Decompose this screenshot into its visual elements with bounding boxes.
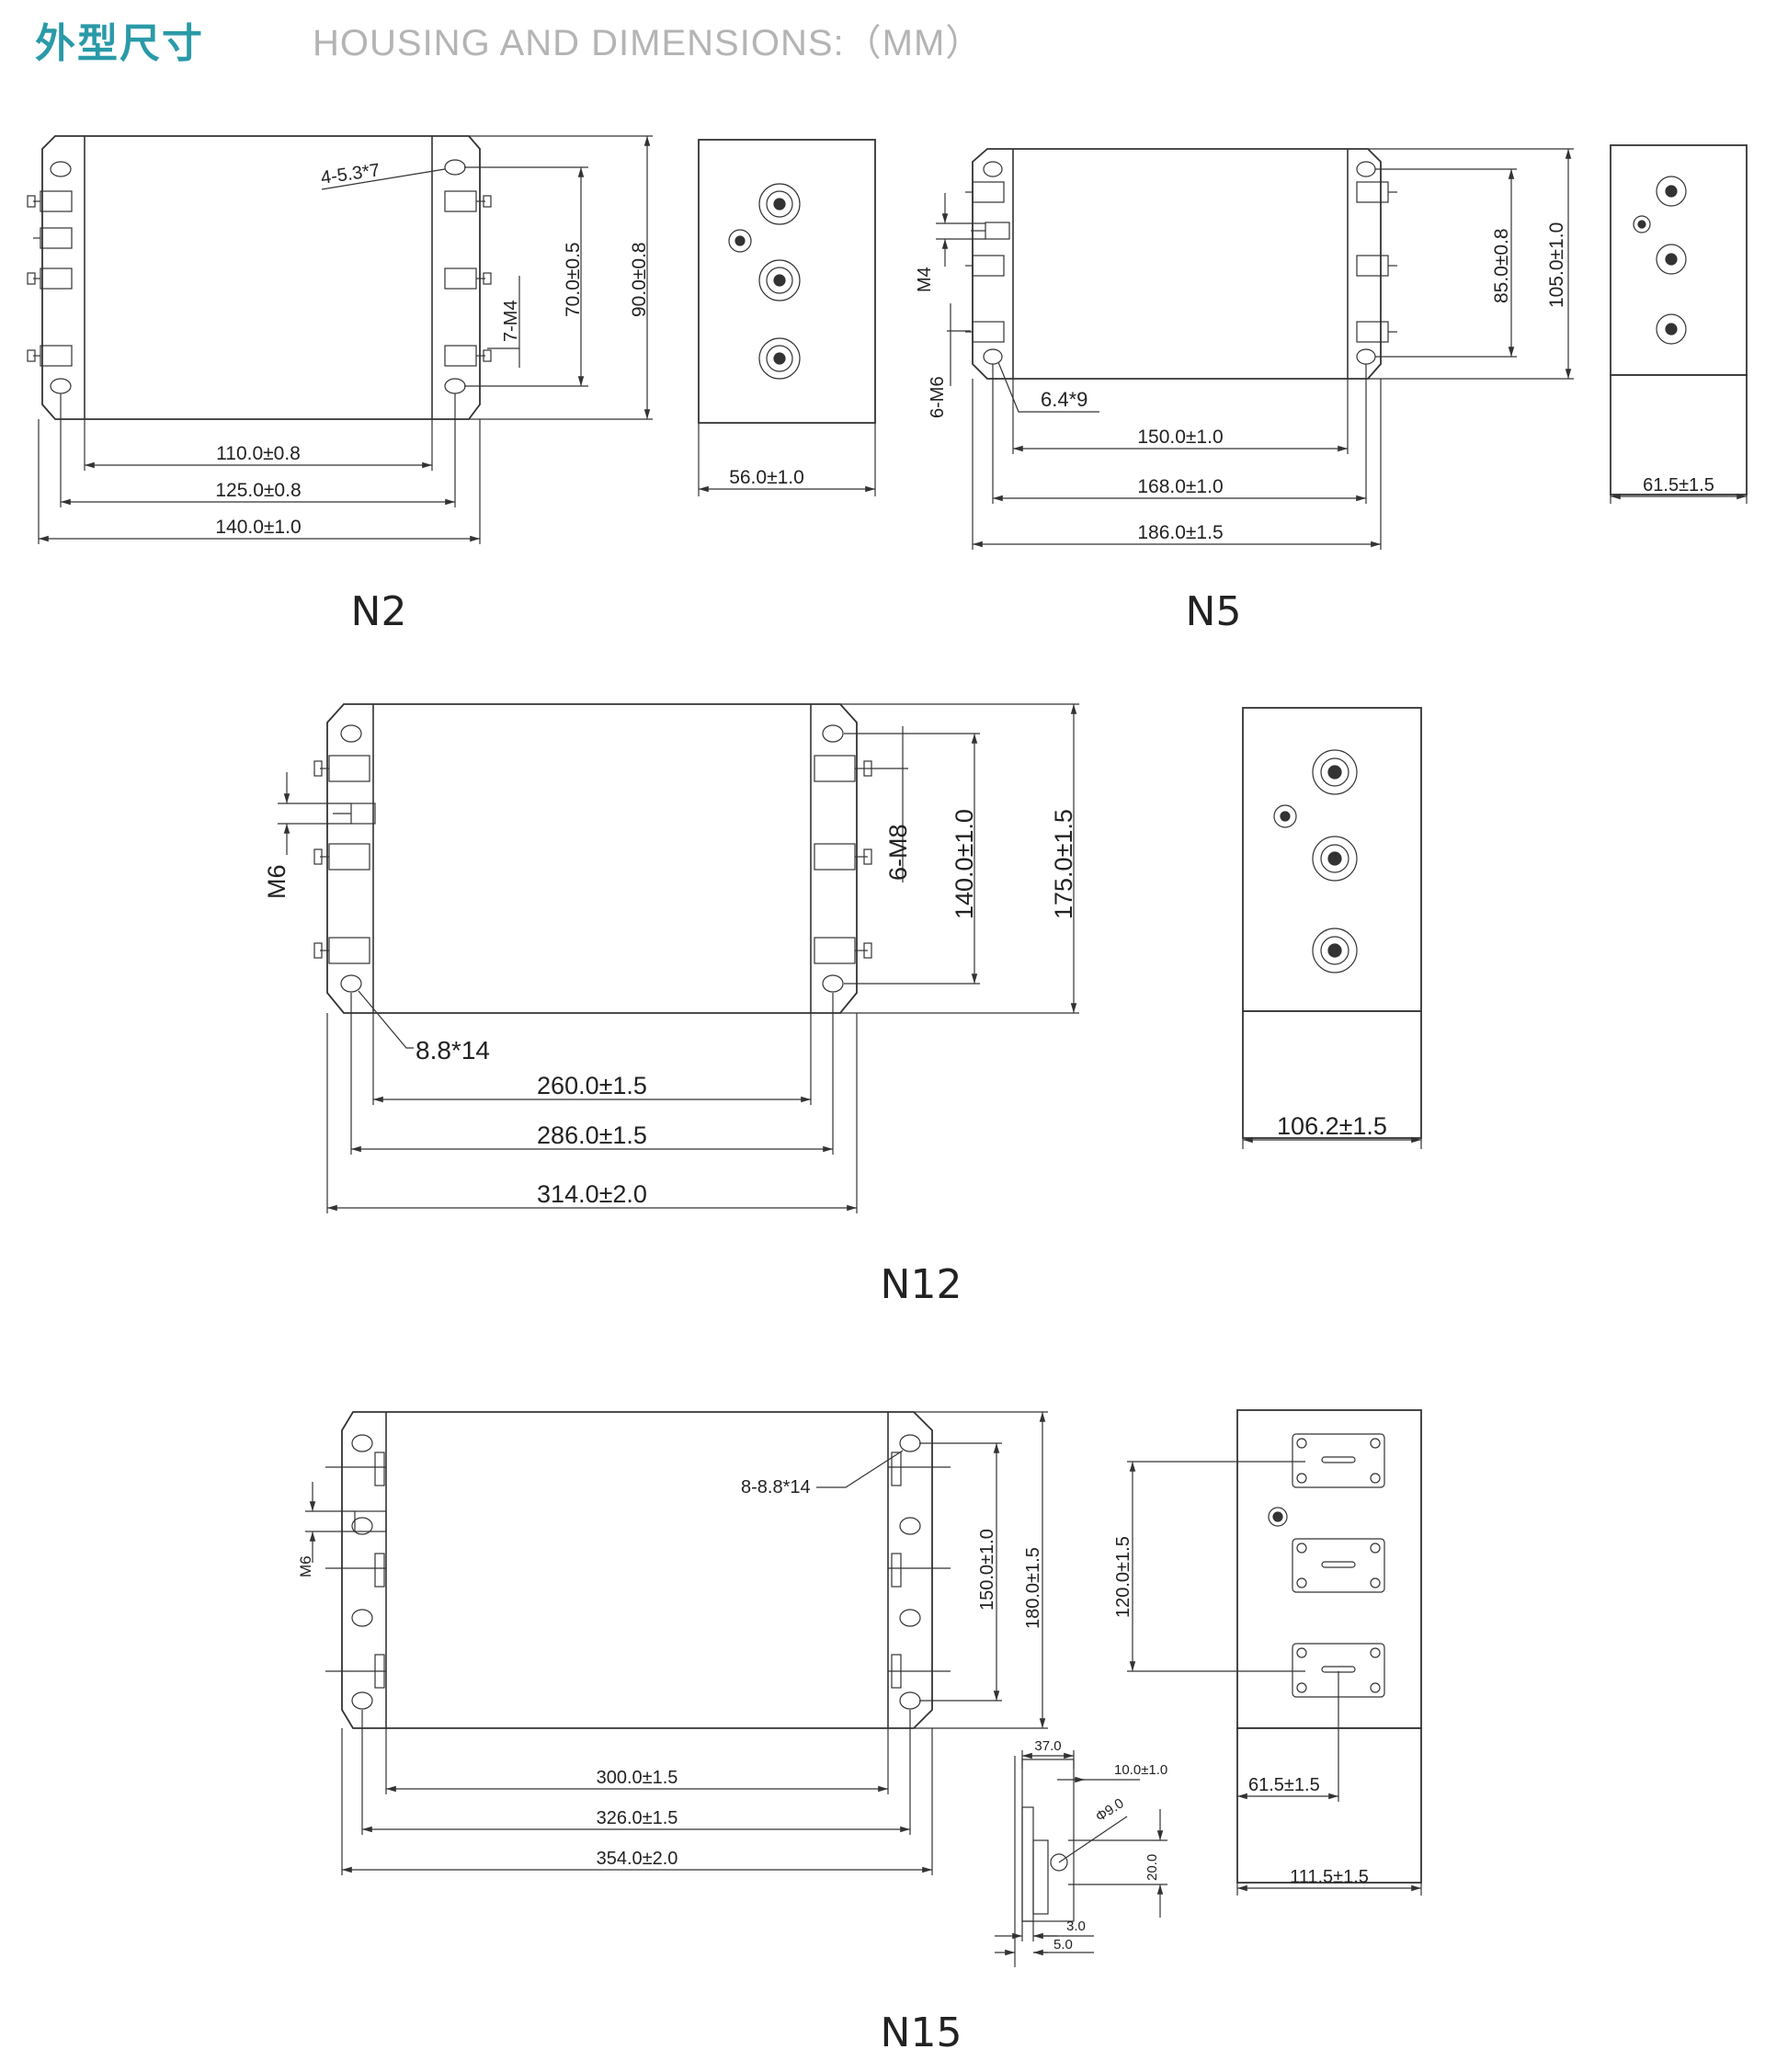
n12-width-inner: 260.0±1.5 xyxy=(537,1072,647,1099)
n12-height-total: 175.0±1.5 xyxy=(1050,809,1077,919)
n15-side-base: 61.5±1.5 xyxy=(1248,1775,1320,1795)
n5-dimension-labels: M4 6-M6 6.4*9 85.0±0.8 105.0±1.0 150.0±1… xyxy=(915,222,1714,543)
n15-side-width: 111.5±1.5 xyxy=(1290,1867,1369,1887)
n5-ground-label: M4 xyxy=(915,267,935,292)
n5-width-total: 186.0±1.5 xyxy=(1137,522,1223,543)
page-header: 外型尺寸 HOUSING AND DIMENSIONS:（MM） xyxy=(35,7,983,72)
n12-model-label: N12 xyxy=(881,1261,962,1308)
n2-width-total: 140.0±1.0 xyxy=(215,517,301,538)
n15-busbar-width: 37.0 xyxy=(1034,1738,1061,1754)
n2-width-inner: 110.0±0.8 xyxy=(216,443,301,464)
n5-terminal-label: 6-M6 xyxy=(928,376,948,418)
n2-side-width: 56.0±1.0 xyxy=(729,467,804,488)
n15-busbar-thickness: 10.0±1.0 xyxy=(1114,1762,1167,1778)
n15-front-view xyxy=(305,1411,1048,1875)
n15-side-view xyxy=(1127,1409,1422,1896)
n15-height-mount: 150.0±1.0 xyxy=(977,1529,997,1611)
n5-model-label: N5 xyxy=(1186,588,1242,635)
n5-height-total: 105.0±1.0 xyxy=(1546,222,1567,308)
n15-busbar-t2: 5.0 xyxy=(1053,1937,1073,1952)
n15-dimension-labels: M6 8-8.8*14 150.0±1.0 180.0±1.5 300.0±1.… xyxy=(297,1477,1369,1952)
n12-width-mount: 286.0±1.5 xyxy=(537,1121,647,1149)
n5-side-view xyxy=(1610,144,1748,504)
n15-height-total: 180.0±1.5 xyxy=(1023,1547,1043,1629)
n2-side-view xyxy=(698,139,876,496)
n5-width-inner: 150.0±1.0 xyxy=(1137,427,1223,448)
n15-hole-label: 8-8.8*14 xyxy=(741,1477,811,1497)
n12-terminal-label: 6-M8 xyxy=(884,824,912,881)
n5-front-view xyxy=(936,148,1574,550)
n2-width-mount: 125.0±0.8 xyxy=(215,480,301,501)
n12-side-view xyxy=(1242,707,1422,1149)
n2-terminal-label: 7-M4 xyxy=(501,300,521,342)
n5-width-mount: 168.0±1.0 xyxy=(1137,476,1223,497)
title-chinese: 外型尺寸 xyxy=(35,20,204,67)
n2-model-label: N2 xyxy=(351,588,407,635)
n2-front-view xyxy=(27,135,653,544)
n12-ground-label: M6 xyxy=(263,864,290,899)
n5-hole-label: 6.4*9 xyxy=(1041,388,1087,411)
n5-side-width: 61.5±1.5 xyxy=(1643,475,1714,495)
n12-side-width: 106.2±1.5 xyxy=(1277,1112,1387,1140)
n2-height-mount: 70.0±0.5 xyxy=(563,242,584,317)
n15-busbar-t1: 3.0 xyxy=(1066,1918,1086,1934)
n15-ground-label: M6 xyxy=(297,1555,314,1577)
n12-height-mount: 140.0±1.0 xyxy=(951,809,978,919)
n15-width-mount: 326.0±1.5 xyxy=(597,1808,678,1828)
title-english: HOUSING AND DIMENSIONS:（MM） xyxy=(313,23,984,63)
n12-dimension-labels: M6 6-M8 8.8*14 140.0±1.0 175.0±1.5 260.0… xyxy=(263,809,1387,1208)
n15-width-inner: 300.0±1.5 xyxy=(597,1768,678,1788)
n15-side-pitch: 120.0±1.5 xyxy=(1113,1536,1133,1618)
n15-busbar-height: 20.0 xyxy=(1144,1854,1160,1881)
n15-width-total: 354.0±2.0 xyxy=(597,1849,678,1869)
n12-width-total: 314.0±2.0 xyxy=(537,1180,647,1208)
n15-model-label: N15 xyxy=(881,2009,962,2056)
n12-hole-label: 8.8*14 xyxy=(416,1036,490,1064)
n12-front-view xyxy=(278,703,1079,1213)
n2-height-total: 90.0±0.8 xyxy=(629,242,650,317)
n5-height-mount: 85.0±0.8 xyxy=(1491,228,1512,303)
n15-busbar-detail xyxy=(995,1750,1167,1967)
